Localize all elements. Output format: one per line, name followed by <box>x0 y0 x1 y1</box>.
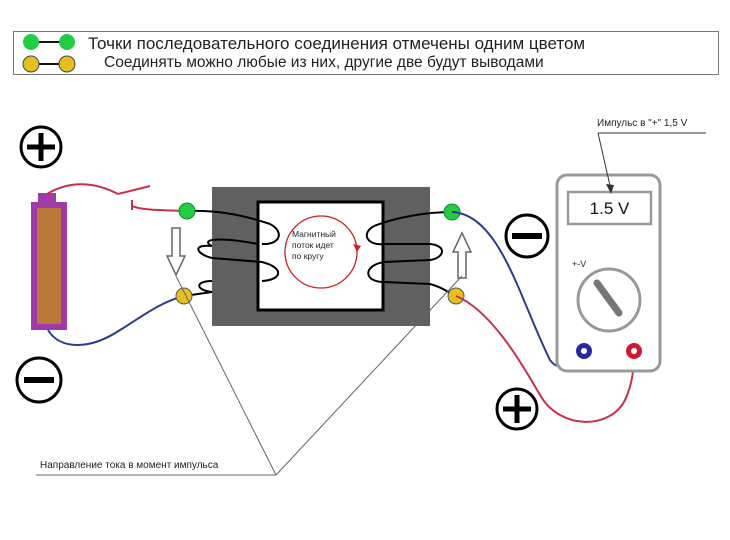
right-up-arrow-icon <box>451 231 473 279</box>
legend-line-1: Точки последовательного соединения отмеч… <box>88 34 586 53</box>
pulse-label: Импульс в "+" 1,5 V <box>597 118 688 129</box>
flux-label: Магнитный поток идет по кругу <box>292 229 352 262</box>
legend-box: Точки последовательного соединения отмеч… <box>13 31 719 75</box>
left-yellow-terminal <box>175 287 193 305</box>
meter-display: 1.5 V <box>589 199 630 218</box>
plus-sign-bottom-right-icon <box>495 387 539 431</box>
positive-wire-battery <box>46 183 119 195</box>
negative-wire-battery <box>47 295 185 346</box>
legend-yellow-pair <box>22 55 76 73</box>
multimeter <box>555 173 662 373</box>
minus-sign-right-icon <box>504 213 550 259</box>
meter-mode-label: +-V <box>572 259 587 269</box>
transformer-core <box>212 187 430 326</box>
switch-lever <box>117 185 151 195</box>
minus-sign-bottom-left-icon <box>15 356 63 404</box>
battery-icon <box>31 193 67 330</box>
left-down-arrow-icon <box>165 227 187 277</box>
flux-label-line-1: Магнитный <box>292 229 336 239</box>
current-direction-label: Направление тока в момент импульса <box>40 460 219 471</box>
legend-line-2: Соединять можно любые из них, другие две… <box>104 54 544 71</box>
legend-green-pair <box>23 34 75 50</box>
flux-label-line-2: поток идет <box>292 240 334 250</box>
plus-sign-top-left-icon <box>19 125 63 169</box>
flux-label-line-3: по кругу <box>292 251 324 261</box>
positive-wire-to-meter <box>455 295 635 423</box>
left-green-terminal <box>178 202 196 220</box>
